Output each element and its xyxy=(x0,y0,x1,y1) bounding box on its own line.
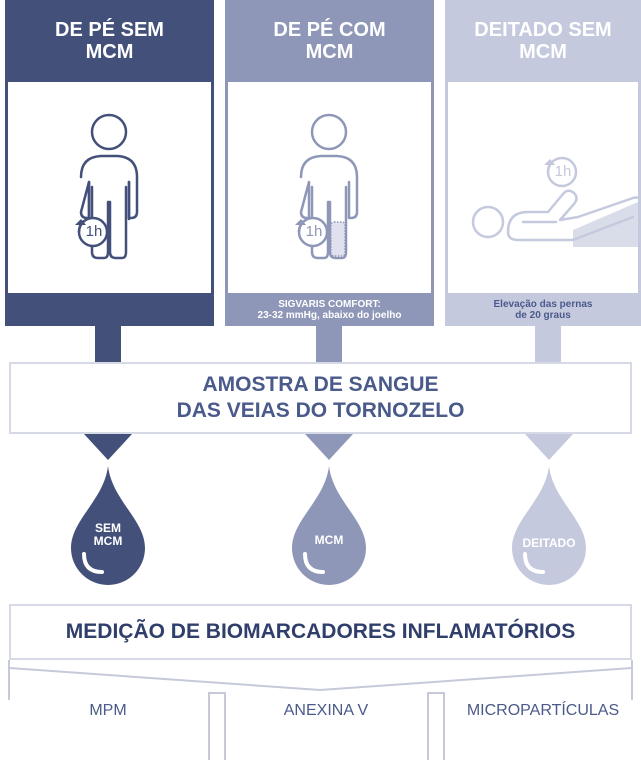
drop-label: MCM xyxy=(299,534,359,547)
standing-person-icon xyxy=(75,113,139,260)
condition-illustration-panel: 1h xyxy=(228,82,431,293)
condition-illustration-panel: 1h xyxy=(448,82,641,293)
condition-footer-line2: 23-32 mmHg, abaixo do joelho xyxy=(257,309,402,321)
connector-2 xyxy=(316,326,342,364)
timer-label: 1h xyxy=(305,223,323,240)
connector-3 xyxy=(535,326,561,364)
condition-footer-line2: de 20 graus xyxy=(515,309,571,321)
drop-label: DEITADO xyxy=(509,537,589,550)
drop-label-line1: SEM xyxy=(94,521,121,535)
blood-drop-icon xyxy=(512,466,586,585)
biomarker-separator xyxy=(427,692,445,760)
connector-1 xyxy=(95,326,121,364)
blood-sample-line1: AMOSTRA DE SANGUE xyxy=(202,373,439,396)
biomarker-anexina: ANEXINA V xyxy=(283,702,369,719)
condition-title-line2: MCM xyxy=(85,41,134,63)
timer-label: 1h xyxy=(85,223,103,240)
arrow-down-icon xyxy=(305,434,353,460)
standing-person-stocking-icon xyxy=(295,113,359,260)
blood-sample-box: AMOSTRA DE SANGUE DAS VEIAS DO TORNOZELO xyxy=(9,362,632,434)
lying-person-legs-elevated-icon xyxy=(471,156,641,247)
biomarker-separator xyxy=(208,692,226,760)
funnel-graphic xyxy=(8,660,633,700)
blood-drop-icon xyxy=(71,466,145,585)
blood-sample-line2: DAS VEIAS DO TORNOZELO xyxy=(176,399,465,422)
condition-footer-line1: SIGVARIS COMFORT: xyxy=(278,298,381,310)
condition-footer-line1: Elevação das pernas xyxy=(493,298,593,310)
biomarker-microparticulas: MICROPARTÍCULAS xyxy=(466,702,620,719)
timer-label: 1h xyxy=(554,163,572,180)
measurement-title-box: MEDIÇÃO DE BIOMARCADORES INFLAMATÓRIOS xyxy=(9,604,632,660)
measurement-title: MEDIÇÃO DE BIOMARCADORES INFLAMATÓRIOS xyxy=(65,620,576,643)
condition-title-line1: DE PÉ SEM xyxy=(55,19,164,41)
condition-footer: SIGVARIS COMFORT:23-32 mmHg, abaixo do j… xyxy=(225,293,434,326)
condition-footer xyxy=(5,293,214,326)
blood-drops-graphic xyxy=(71,434,586,585)
drop-label-line1: DEITADO xyxy=(522,536,576,550)
drop-label: SEM MCM xyxy=(83,522,133,548)
condition-illustration-panel: 1h xyxy=(8,82,211,293)
arrow-down-icon xyxy=(84,434,132,460)
condition-title-line2: MCM xyxy=(305,41,354,63)
biomarker-mpm: MPM xyxy=(89,702,127,719)
condition-title-line2: MCM xyxy=(519,41,567,63)
condition-title-line1: DE PÉ COM xyxy=(273,19,386,41)
arrow-down-icon xyxy=(525,434,573,460)
drop-label-line2: MCM xyxy=(93,534,123,548)
drop-label-line1: MCM xyxy=(314,533,344,547)
condition-title-line1: DEITADO SEM xyxy=(474,19,612,41)
blood-drop-icon xyxy=(292,466,366,585)
